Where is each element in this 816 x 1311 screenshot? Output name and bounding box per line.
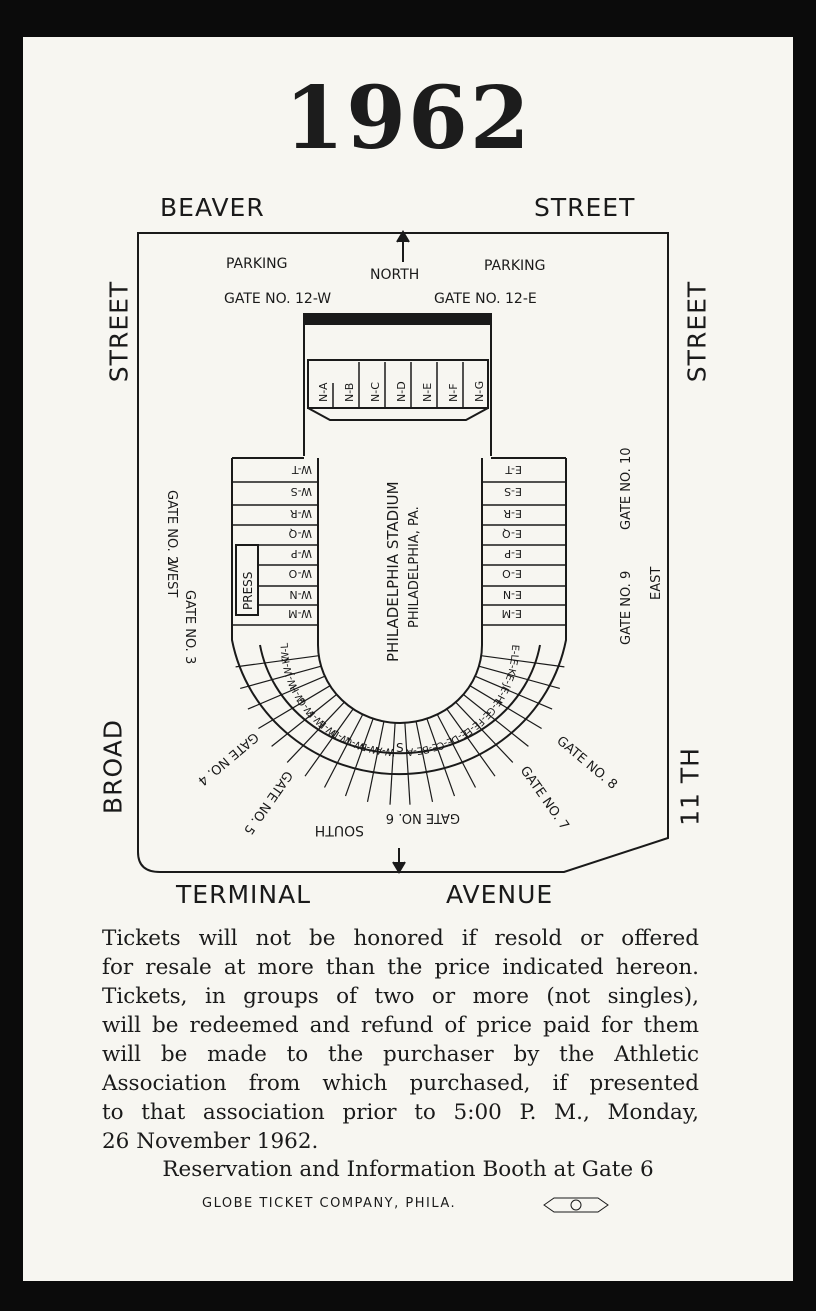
press-box-label: PRESS [241, 572, 255, 610]
terms-line: Association from which purchased, if pre… [102, 1071, 699, 1096]
gate-5-label: GATE NO. 5 [240, 768, 295, 837]
booth-info: Reservation and Information Booth at Gat… [162, 1157, 654, 1182]
section-divider [426, 718, 456, 797]
section-e-m: E-M [502, 607, 522, 620]
east-label: EAST [649, 567, 664, 600]
parking-left-label: PARKING [226, 256, 287, 272]
section-divider [323, 714, 364, 788]
section-n-d: N-D [395, 381, 408, 402]
section-w-l: W-L [280, 642, 292, 662]
section-n-g: N-G [473, 381, 486, 402]
section-e-b: E-B [421, 740, 440, 755]
ticket-year: 1962 [284, 68, 532, 169]
section-divider [455, 701, 514, 763]
terms-line: to that association prior to 5:00 P. M.,… [102, 1100, 699, 1125]
section-divider [304, 708, 354, 777]
section-s: S [396, 741, 404, 755]
terms-line: 26 November 1962. [102, 1129, 319, 1154]
section-divider [474, 675, 553, 710]
section-divider [415, 721, 434, 803]
section-w-m: W-M [288, 607, 312, 620]
section-divider [344, 718, 374, 797]
section-divider [240, 665, 322, 689]
section-e-q: E-Q [502, 527, 522, 540]
section-w-q: W-Q [288, 527, 312, 540]
terms-paragraph: Tickets will not be honored if resold or… [102, 924, 699, 1156]
section-n-e: N-E [421, 383, 434, 402]
west-label: WEST [164, 560, 179, 597]
section-n-b: N-B [343, 383, 356, 402]
gate-6-label: GATE NO. 6 [386, 810, 460, 825]
section-e-p: E-P [504, 547, 522, 560]
section-divider [481, 655, 565, 668]
terms-line: will be redeemed and refund of price pai… [102, 1013, 699, 1038]
gate-8-label: GATE NO. 8 [553, 734, 619, 793]
section-w-j: W-J [284, 671, 300, 690]
gate-3-label: GATE NO. 3 [182, 590, 197, 664]
gate-4-label: GATE NO. 4 [195, 729, 261, 788]
gate-9-label: GATE NO. 9 [619, 571, 634, 645]
union-label-seal [543, 1197, 609, 1213]
gate-12e-label: GATE NO. 12-E [434, 291, 537, 307]
street-label-beaver: BEAVER [160, 193, 265, 222]
section-e-a: E-A [406, 744, 424, 757]
section-divider [271, 694, 337, 747]
section-divider [463, 694, 529, 747]
south-label: SOUTH [315, 822, 364, 838]
printer-credit: GLOBE TICKET COMPANY, PHILA. [202, 1196, 457, 1211]
section-divider [404, 722, 411, 805]
section-w-s: W-S [291, 485, 312, 498]
gate-2-label: GATE NO. 2 [164, 490, 179, 564]
section-w-o: W-O [288, 567, 312, 580]
section-divider [258, 685, 331, 730]
section-divider [235, 655, 319, 668]
section-divider [389, 722, 396, 805]
section-w-k: W-K [280, 656, 295, 678]
section-e-s: E-S [504, 485, 522, 498]
gate-10-label: GATE NO. 10 [619, 448, 634, 530]
section-divider [247, 675, 326, 710]
section-e-t: E-T [505, 463, 522, 476]
section-w-r: W-R [290, 507, 312, 520]
section-e-j: E-J [500, 673, 515, 689]
section-w-p: W-P [291, 547, 312, 560]
section-divider [286, 701, 345, 763]
section-w-b: W-B [359, 740, 381, 756]
terms-line: Tickets, in groups of two or more (not s… [102, 984, 699, 1009]
section-divider [478, 665, 560, 689]
section-w-t: W-T [292, 463, 312, 476]
street-label-avenue: AVENUE [446, 880, 554, 909]
gate-12w-label: GATE NO. 12-W [224, 291, 331, 307]
section-divider [436, 714, 477, 788]
stadium-city: PHILADELPHIA, PA. [407, 506, 422, 628]
section-w-n: W-N [289, 588, 312, 601]
section-divider [469, 685, 542, 730]
north-label: NORTH [370, 267, 419, 283]
section-e-n: E-N [503, 588, 522, 601]
street-label-street-top: STREET [534, 193, 636, 222]
terms-line: for resale at more than the price indica… [102, 955, 699, 980]
section-e-k: E-K [505, 658, 519, 677]
section-w-a: W-A [375, 744, 396, 757]
stadium-name: PHILADELPHIA STADIUM [384, 481, 402, 662]
section-n-f: N-F [447, 383, 460, 402]
parking-right-label: PARKING [484, 258, 545, 274]
section-e-r: E-R [503, 507, 522, 520]
section-divider [446, 708, 496, 777]
section-n-c: N-C [369, 382, 382, 402]
section-e-o: E-O [502, 567, 522, 580]
section-divider [366, 721, 385, 803]
ticket-card [23, 37, 793, 1281]
gate-7-label: GATE NO. 7 [517, 764, 572, 833]
section-e-l: E-L [508, 644, 520, 661]
street-label-terminal: TERMINAL [176, 880, 312, 909]
terms-line: will be made to the purchaser by the Ath… [102, 1042, 699, 1067]
section-n-a: N-A [317, 382, 330, 402]
terms-line: Tickets will not be honored if resold or… [102, 926, 699, 951]
